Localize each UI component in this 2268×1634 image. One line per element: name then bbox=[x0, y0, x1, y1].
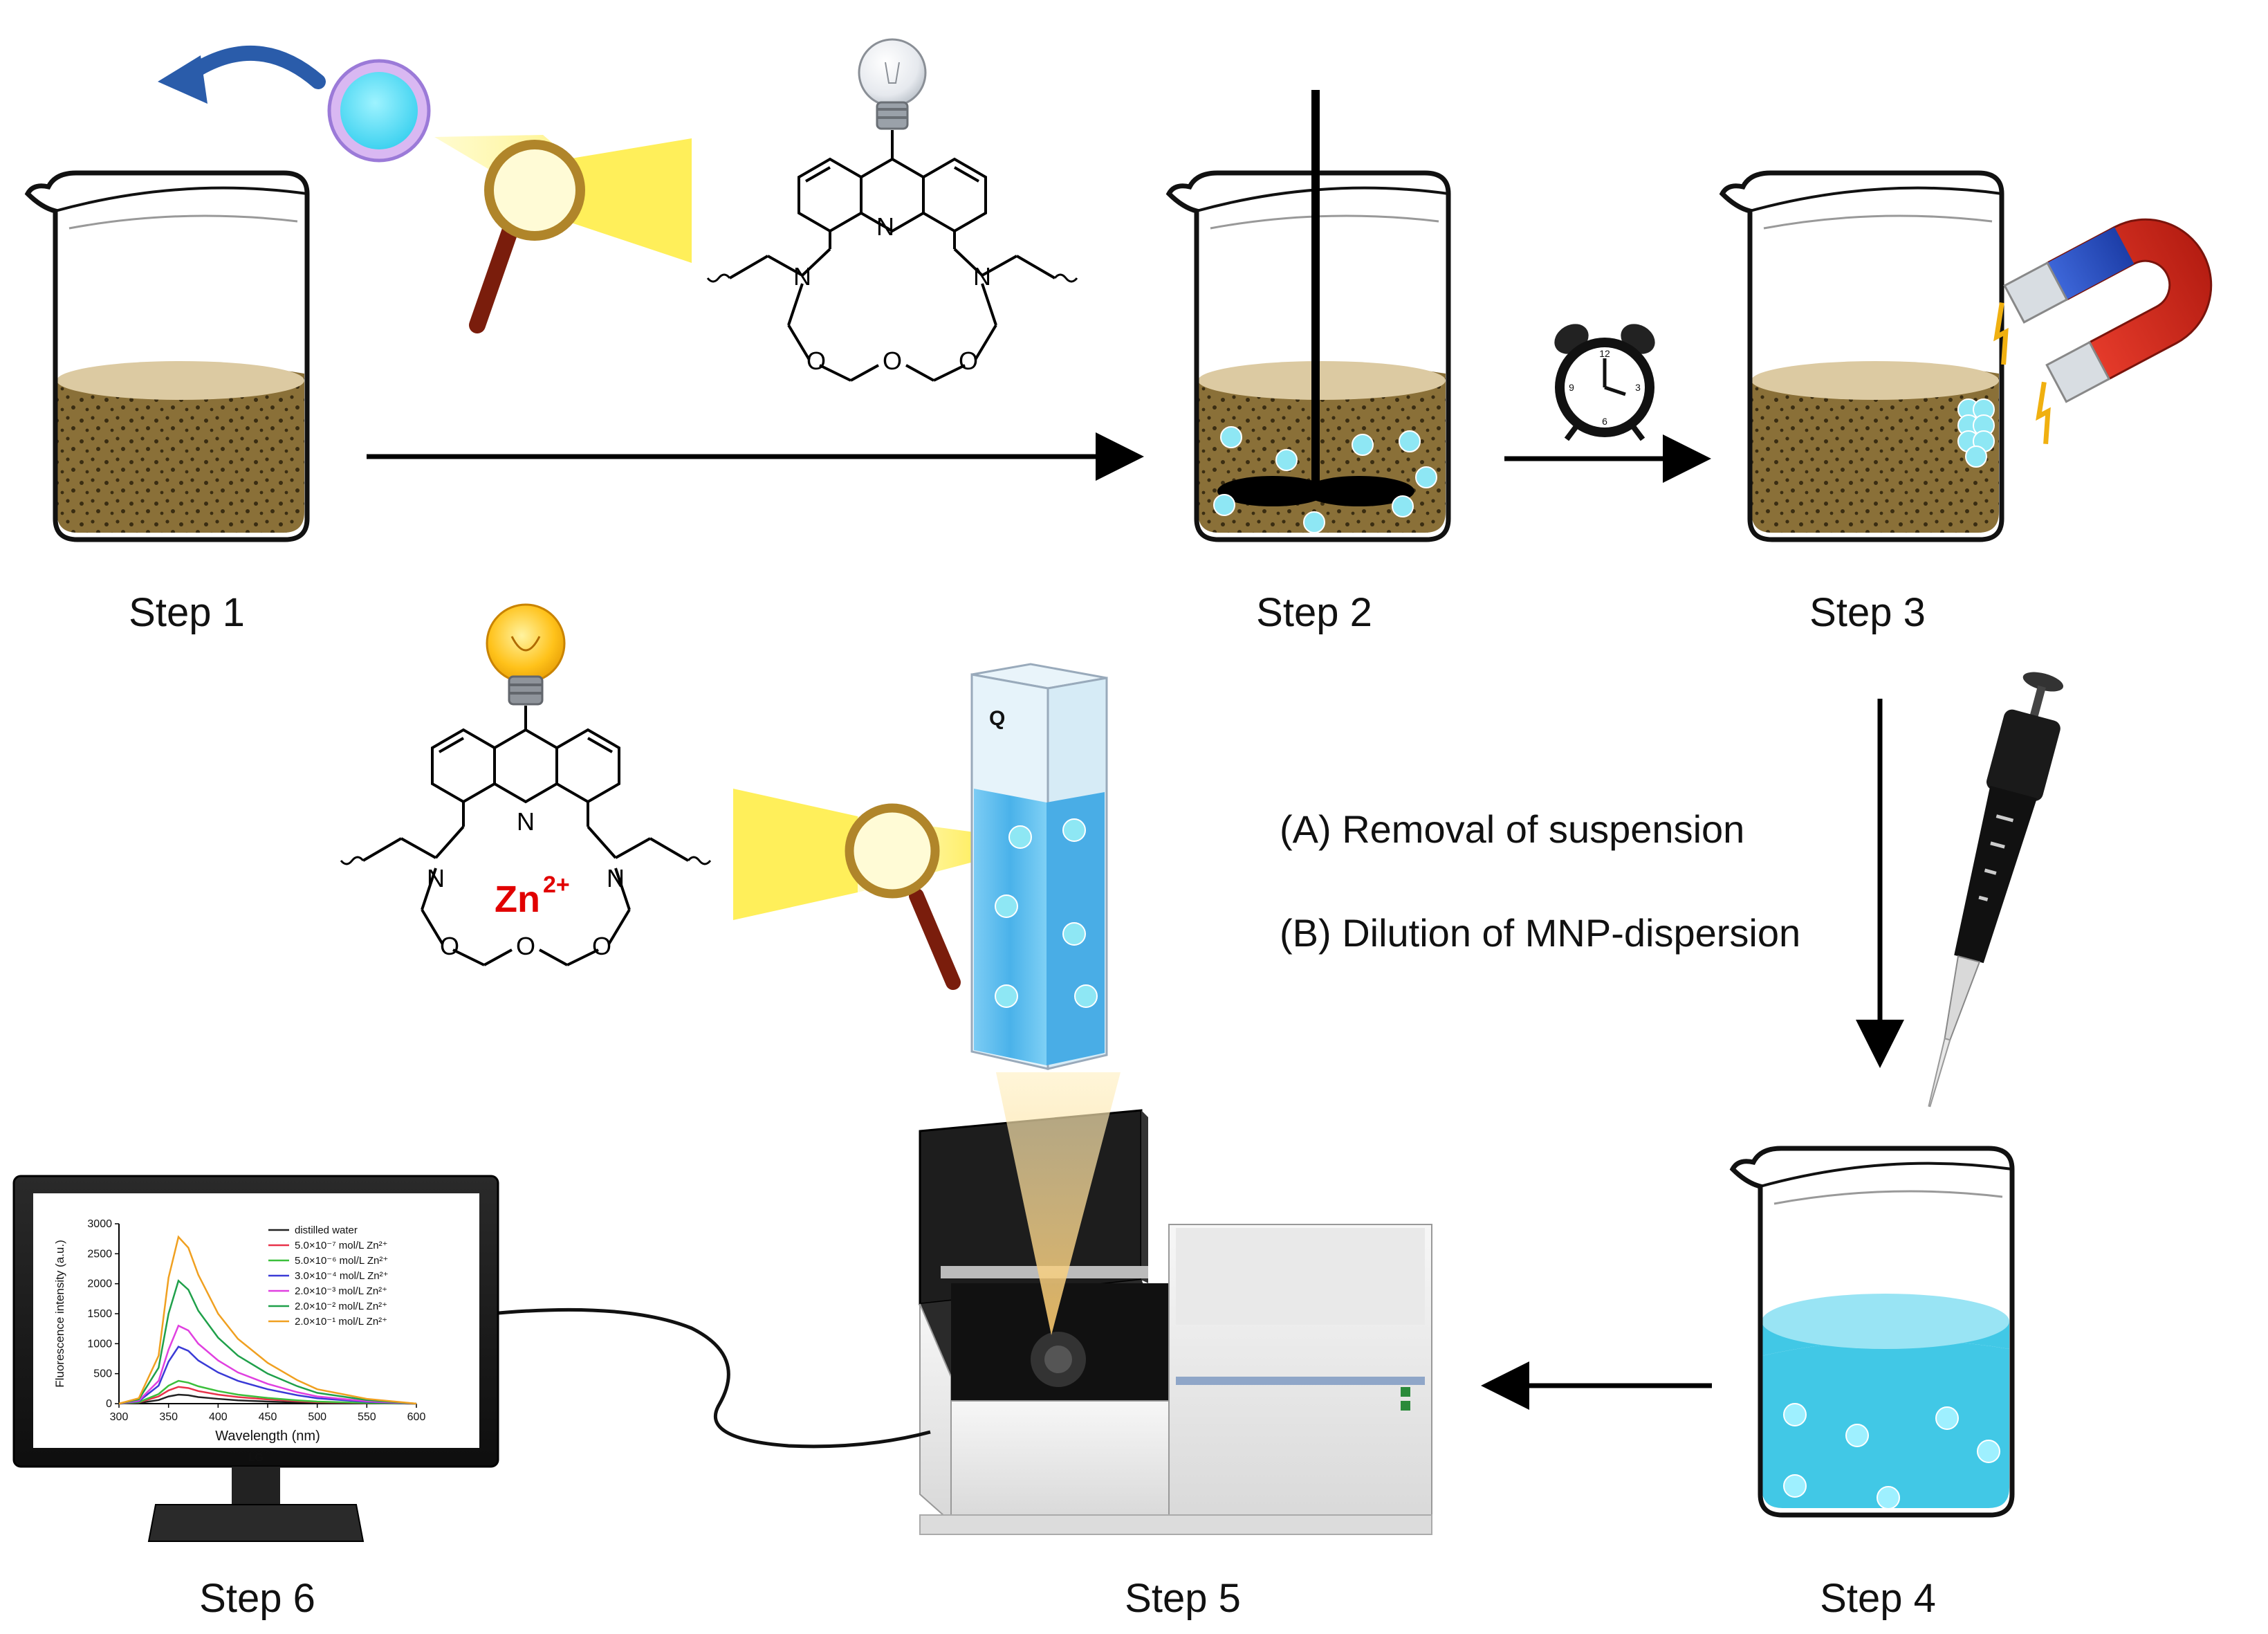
sediment-surface bbox=[57, 361, 304, 400]
spectrometer bbox=[919, 1109, 1432, 1535]
molecule-zn bbox=[340, 603, 712, 966]
molecule-zn-atoms: N N N O O O Zn 2+ bbox=[427, 807, 625, 960]
chart-x-tick-label: 400 bbox=[209, 1411, 228, 1423]
step-label-3: Step 3 bbox=[1809, 590, 1926, 635]
atom-n-label: N bbox=[876, 212, 894, 241]
chart-x-tick-label: 300 bbox=[110, 1411, 129, 1423]
atom-o-label: O bbox=[440, 932, 459, 960]
chart-series-line bbox=[118, 1324, 417, 1405]
molecule-top bbox=[706, 38, 1078, 382]
beaker-step3 bbox=[1719, 170, 2004, 542]
light-cone bbox=[996, 1072, 1121, 1335]
chart-legend-label: 2.0×10⁻³ mol/L Zn²⁺ bbox=[295, 1285, 387, 1297]
petri-dish bbox=[327, 59, 431, 163]
atom-o-label: O bbox=[806, 347, 826, 375]
chart-x-tick-label: 350 bbox=[159, 1411, 178, 1423]
step-label-4: Step 4 bbox=[1820, 1576, 1936, 1621]
chart-legend-label: 5.0×10⁻⁷ mol/L Zn²⁺ bbox=[295, 1240, 388, 1251]
chart-legend-label: distilled water bbox=[295, 1224, 358, 1236]
beaker-step1 bbox=[24, 170, 310, 542]
chart-x-tick-label: 600 bbox=[407, 1411, 426, 1423]
curved-arrow-head bbox=[158, 55, 208, 104]
beaker-step4 bbox=[1729, 1146, 2015, 1518]
chart-y-tick-label: 500 bbox=[93, 1368, 112, 1380]
nanoparticles bbox=[1213, 426, 1437, 533]
svg-text:Q: Q bbox=[989, 707, 1005, 730]
magnet-icon bbox=[1993, 218, 2213, 445]
chart-y-tick-label: 1000 bbox=[87, 1338, 112, 1350]
curved-arrow-icon bbox=[179, 45, 326, 89]
zn-ion-label: Zn bbox=[495, 879, 540, 920]
chart-series-line bbox=[118, 1379, 417, 1405]
svg-text:9: 9 bbox=[1569, 382, 1574, 393]
atom-n-label: N bbox=[793, 262, 811, 291]
atom-o-label: O bbox=[516, 932, 535, 960]
cable bbox=[483, 1307, 931, 1449]
svg-text:3: 3 bbox=[1635, 382, 1641, 393]
atom-n-label: N bbox=[427, 864, 445, 892]
magnifier-icon bbox=[845, 803, 961, 990]
chart-y-axis-label: Fluorescence intensity (a.u.) bbox=[53, 1240, 66, 1388]
atom-n-label: N bbox=[607, 864, 625, 892]
nanoparticle-cluster bbox=[1957, 398, 1995, 468]
chart-x-tick-label: 500 bbox=[308, 1411, 326, 1423]
beaker-sediment bbox=[57, 365, 304, 533]
chart-series-line bbox=[118, 1346, 417, 1405]
chart-y-tick-label: 2000 bbox=[87, 1278, 112, 1290]
step-label-1: Step 1 bbox=[129, 590, 245, 635]
magnifier-icon bbox=[469, 140, 585, 333]
atom-o-label: O bbox=[883, 347, 902, 375]
beaker-outline bbox=[24, 170, 310, 542]
pipette-icon bbox=[1928, 672, 2064, 1108]
note-b: (B) Dilution of MNP-dispersion bbox=[1280, 911, 1800, 955]
chart-series-line bbox=[118, 1279, 417, 1405]
chart-y-tick-label: 0 bbox=[106, 1398, 112, 1410]
chart-y-tick-label: 1500 bbox=[87, 1308, 112, 1320]
monitor-brand: LG bbox=[248, 1452, 263, 1464]
step-label-5: Step 5 bbox=[1125, 1576, 1241, 1621]
chart-y-tick-label: 3000 bbox=[87, 1218, 112, 1230]
chart-x-axis-label: Wavelength (nm) bbox=[215, 1429, 320, 1444]
alarm-clock-icon: 12 3 6 9 bbox=[1554, 324, 1655, 441]
note-a: (A) Removal of suspension bbox=[1280, 807, 1744, 851]
chart-legend-label: 3.0×10⁻⁴ mol/L Zn²⁺ bbox=[295, 1270, 389, 1282]
chart-x-tick-label: 450 bbox=[259, 1411, 277, 1423]
chart-series-line bbox=[118, 1235, 417, 1405]
chart-x-tick-label: 550 bbox=[358, 1411, 376, 1423]
monitor: LG bbox=[12, 1175, 499, 1542]
atom-n-label: N bbox=[973, 262, 991, 291]
stirrer bbox=[1217, 90, 1414, 506]
chart-legend-label: 2.0×10⁻¹ mol/L Zn²⁺ bbox=[295, 1316, 387, 1328]
step-label-6: Step 6 bbox=[199, 1576, 315, 1621]
atom-o-label: O bbox=[959, 347, 978, 375]
chart-legend-label: 5.0×10⁻⁶ mol/L Zn²⁺ bbox=[295, 1255, 388, 1267]
light-beam-middle bbox=[733, 789, 858, 920]
chart-legend-label: 2.0×10⁻² mol/L Zn²⁺ bbox=[295, 1301, 387, 1312]
atom-o-label: O bbox=[592, 932, 611, 960]
svg-text:12: 12 bbox=[1599, 348, 1610, 359]
beaker-step2 bbox=[1165, 90, 1451, 542]
cuvette: Q bbox=[970, 663, 1108, 1070]
molecule-top-atoms: N N N O O O bbox=[793, 212, 991, 375]
fluorescence-chart: 300 350 400 450 500 550 600 0 500 1000 1500 2000 25… bbox=[53, 1218, 425, 1444]
svg-text:6: 6 bbox=[1602, 416, 1607, 427]
zn-ion-charge: 2+ bbox=[543, 872, 570, 898]
atom-n-label: N bbox=[517, 807, 535, 836]
lightbulb-icon bbox=[858, 38, 927, 130]
step-label-2: Step 2 bbox=[1256, 590, 1372, 635]
chart-y-tick-label: 2500 bbox=[87, 1248, 112, 1260]
yellow-lightbulb-icon bbox=[486, 603, 566, 706]
